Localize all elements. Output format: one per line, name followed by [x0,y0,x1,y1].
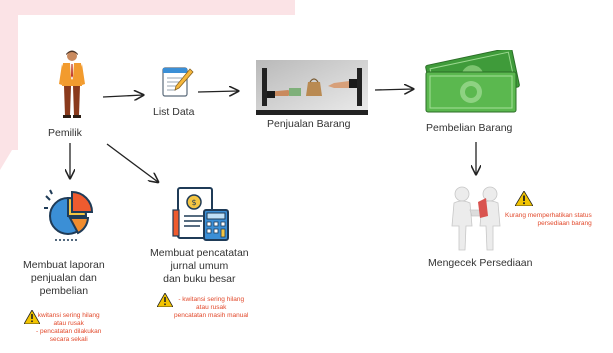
warning-icon [24,310,40,324]
money-bills-icon [425,50,520,113]
persediaan-note: Kurang memperhatikan status persediaan b… [505,212,592,228]
notepad-pencil-icon [162,67,194,97]
svg-text:$: $ [191,198,196,207]
pembelian-barang-label: Pembelian Barang [426,122,513,134]
pencatatan-label-line-3: dan buku besar [163,273,236,286]
list-data-label: List Data [153,106,195,118]
background-pink-band-left [0,0,18,150]
pencatatan-label: Membuat pencatatan jurnal umum dan buku … [150,247,249,286]
laporan-label-line-3: pembelian [39,285,89,298]
pencatatan-label-line-1: Membuat pencatatan [150,247,249,259]
laporan-note-line-1: kwitansi sering hilang [37,312,100,319]
laptop-hands-exchange-icon [256,60,368,115]
arrow-pemilik-to-listdata [102,95,143,97]
laporan-label: Membuat laporan penjualan dan pembelian [23,259,105,298]
accounting-document-calculator-icon: $ [172,187,229,241]
laporan-note-line-3: - pencatatan dilakukan [36,328,102,336]
arrow-penjualan-to-pembelian [374,89,413,90]
warning-icon [515,191,533,206]
laporan-label-line-2: penjualan dan [30,272,97,285]
pie-chart-icon [44,189,94,241]
pencatatan-label-line-2: jurnal umum [170,260,229,273]
laporan-note-line-2: atau rusak [53,320,84,328]
penjualan-barang-label: Penjualan Barang [267,118,351,130]
handshake-figures-icon [451,186,501,251]
laporan-label-line-1: Membuat laporan [23,259,105,271]
laporan-note-line-4: secara sekali [49,336,88,344]
persediaan-note-line-1: Kurang memperhatikan status [505,212,592,219]
pencatatan-note-line-3: pencatatan masih manual [174,312,249,320]
business-man-icon [59,50,85,118]
background-pink-band-top [0,0,295,15]
warning-icon [157,293,173,307]
arrow-pemilik-to-pencatatan [106,143,158,182]
persediaan-note-line-2: persediaan barang [537,220,592,228]
mengecek-persediaan-label: Mengecek Persediaan [428,257,533,269]
pemilik-label: Pemilik [48,127,82,139]
pencatatan-note-line-1: - kwitansi sering hilang [178,296,245,303]
pencatatan-note: - kwitansi sering hilang atau rusak penc… [174,296,248,320]
arrow-listdata-to-penjualan [197,91,238,92]
background-pink-wedge [0,140,18,170]
pencatatan-note-line-2: atau rusak [196,304,227,312]
laporan-note: kwitansi sering hilang atau rusak - penc… [36,312,101,345]
